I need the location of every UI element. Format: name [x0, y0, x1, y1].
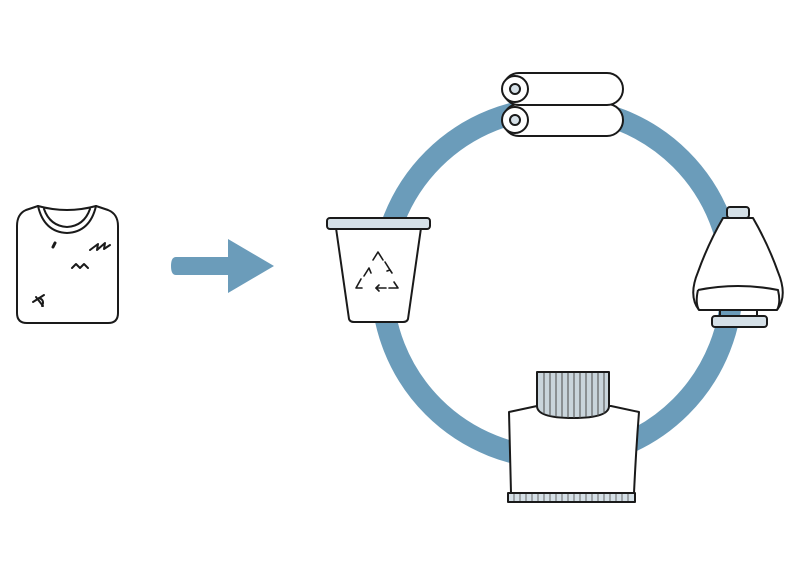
- collar-ribbing: [543, 373, 605, 418]
- worn-tshirt-icon: [16, 205, 119, 324]
- fabric-rolls-icon: [501, 72, 624, 137]
- yarn-spool-icon: [692, 206, 784, 328]
- recycle-symbol-icon: [355, 251, 399, 292]
- recycling-bin-icon: [326, 217, 431, 323]
- hem-ribbing: [513, 494, 629, 501]
- right-arrow-icon: [171, 239, 274, 293]
- turtleneck-sweater-icon: [507, 371, 640, 503]
